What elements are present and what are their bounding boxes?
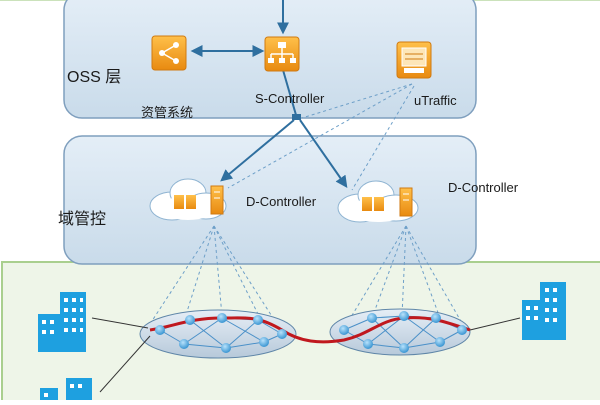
building-icon bbox=[40, 378, 92, 402]
right-control-links bbox=[341, 225, 467, 333]
resource-system-label: 资管系统 bbox=[141, 105, 194, 120]
resource-management-icon bbox=[151, 35, 187, 71]
oss-layer-label: OSS 层 bbox=[67, 69, 122, 86]
end-to-end-path bbox=[149, 316, 471, 344]
s-controller-icon bbox=[264, 36, 300, 72]
left-network-nodes bbox=[155, 313, 287, 353]
cloud-controller-icon bbox=[149, 178, 227, 221]
building-icon bbox=[522, 282, 566, 340]
utraffic-label: uTraffic bbox=[414, 93, 457, 108]
s-controller-port bbox=[292, 114, 301, 120]
utraffic-icon bbox=[396, 41, 432, 79]
d-controller-left-label: D-Controller bbox=[246, 194, 317, 209]
s-to-d-right-arrow bbox=[299, 119, 348, 188]
building-icon bbox=[38, 292, 86, 352]
cloud-controller-icon bbox=[337, 180, 419, 223]
domain-layer-panel bbox=[63, 135, 477, 265]
domain-layer-label: 域管控 bbox=[58, 211, 107, 228]
network-layer-panel bbox=[1, 261, 600, 405]
right-network-nodes bbox=[339, 311, 467, 353]
left-control-links bbox=[149, 225, 283, 333]
s-to-d-left-arrow bbox=[220, 119, 295, 182]
s-controller-label: S-Controller bbox=[255, 91, 325, 106]
d-controller-right-label: D-Controller bbox=[448, 180, 519, 195]
